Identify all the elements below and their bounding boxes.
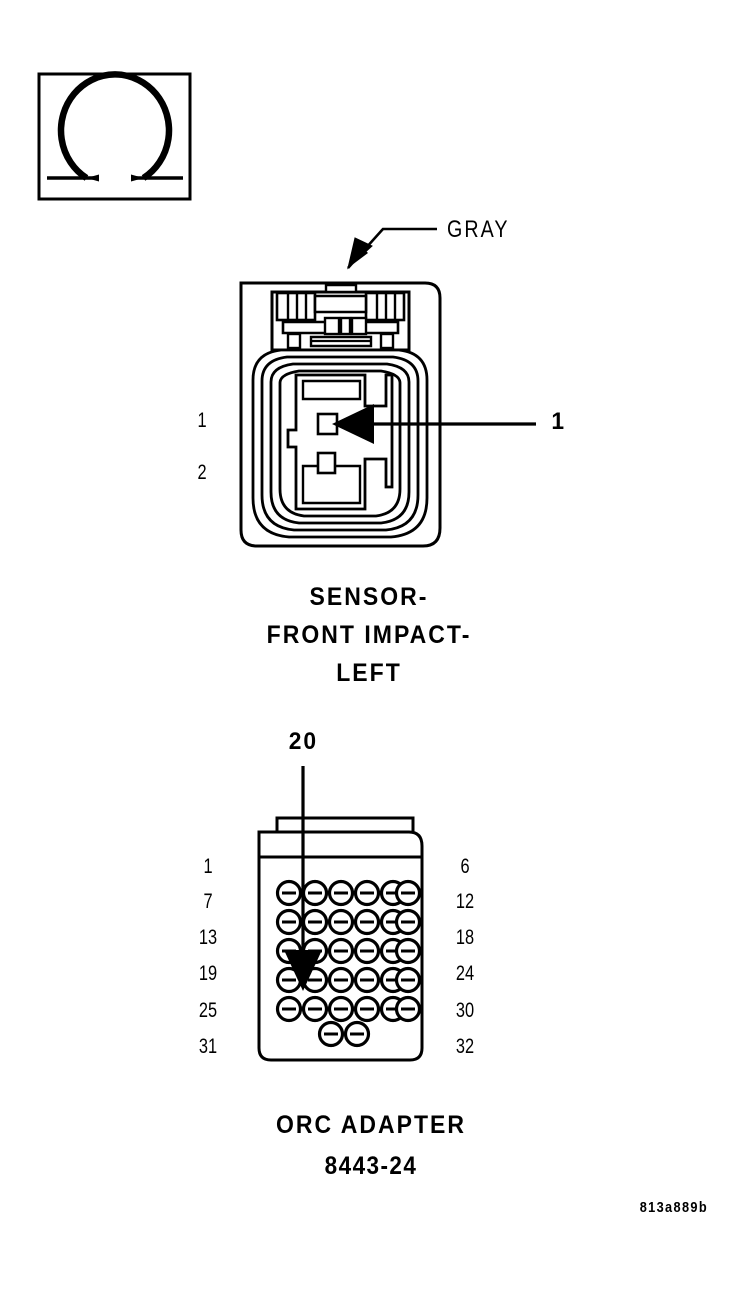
orc-callout-label-20: 20 [288, 728, 318, 755]
orc-connector-name: ORC ADAPTER 8443-24 [161, 1111, 581, 1181]
gray-callout-leader [347, 227, 437, 270]
orc-pin-label-32: 32 [455, 1035, 475, 1058]
orc-adapter-connector-graphic [257, 766, 424, 1062]
orc-pin-label-7: 7 [203, 890, 213, 913]
orc-pin-label-24: 24 [455, 962, 475, 985]
orc-pin-label-13: 13 [198, 926, 218, 949]
sensor-front-impact-left-connector-graphic [239, 227, 536, 548]
orc-pin-label-25: 25 [198, 999, 218, 1022]
sensor-name-line-3: LEFT [336, 659, 402, 687]
pin-row-4 [275, 966, 422, 994]
orc-part-number: 8443-24 [324, 1152, 418, 1180]
orc-pin-label-12: 12 [455, 890, 475, 913]
cavity-2 [316, 451, 337, 475]
sensor-name-line-2: FRONT IMPACT- [266, 621, 472, 649]
pin-row-6 [317, 1020, 371, 1048]
latch-assembly [270, 283, 411, 356]
orc-pin-label-19: 19 [198, 962, 218, 985]
sensor-name-line-1: SENSOR- [309, 583, 429, 611]
pin-row-5 [275, 995, 422, 1023]
pin-row-1 [275, 879, 422, 907]
figure-id-label: 813a889b [639, 1199, 708, 1216]
orc-pin-label-31: 31 [198, 1035, 218, 1058]
pin-row-2 [275, 908, 422, 936]
orc-name-line-1: ORC ADAPTER [275, 1111, 467, 1139]
pin-20-callout-arrow [284, 766, 322, 991]
orc-pin-label-18: 18 [455, 926, 475, 949]
orc-pin-label-1: 1 [203, 855, 213, 878]
orc-pin-label-6: 6 [460, 855, 470, 878]
sensor-pin-label-1: 1 [197, 409, 207, 432]
sensor-pin-label-2: 2 [197, 461, 207, 484]
cavity-1-callout-arrow [332, 404, 536, 444]
omega-symbol-box [37, 71, 192, 201]
gray-color-label: GRAY [447, 216, 510, 243]
orc-pin-label-30: 30 [455, 999, 475, 1022]
sensor-connector-name: SENSOR- FRONT IMPACT- LEFT [189, 583, 549, 688]
sensor-callout-label-1: 1 [551, 408, 566, 435]
